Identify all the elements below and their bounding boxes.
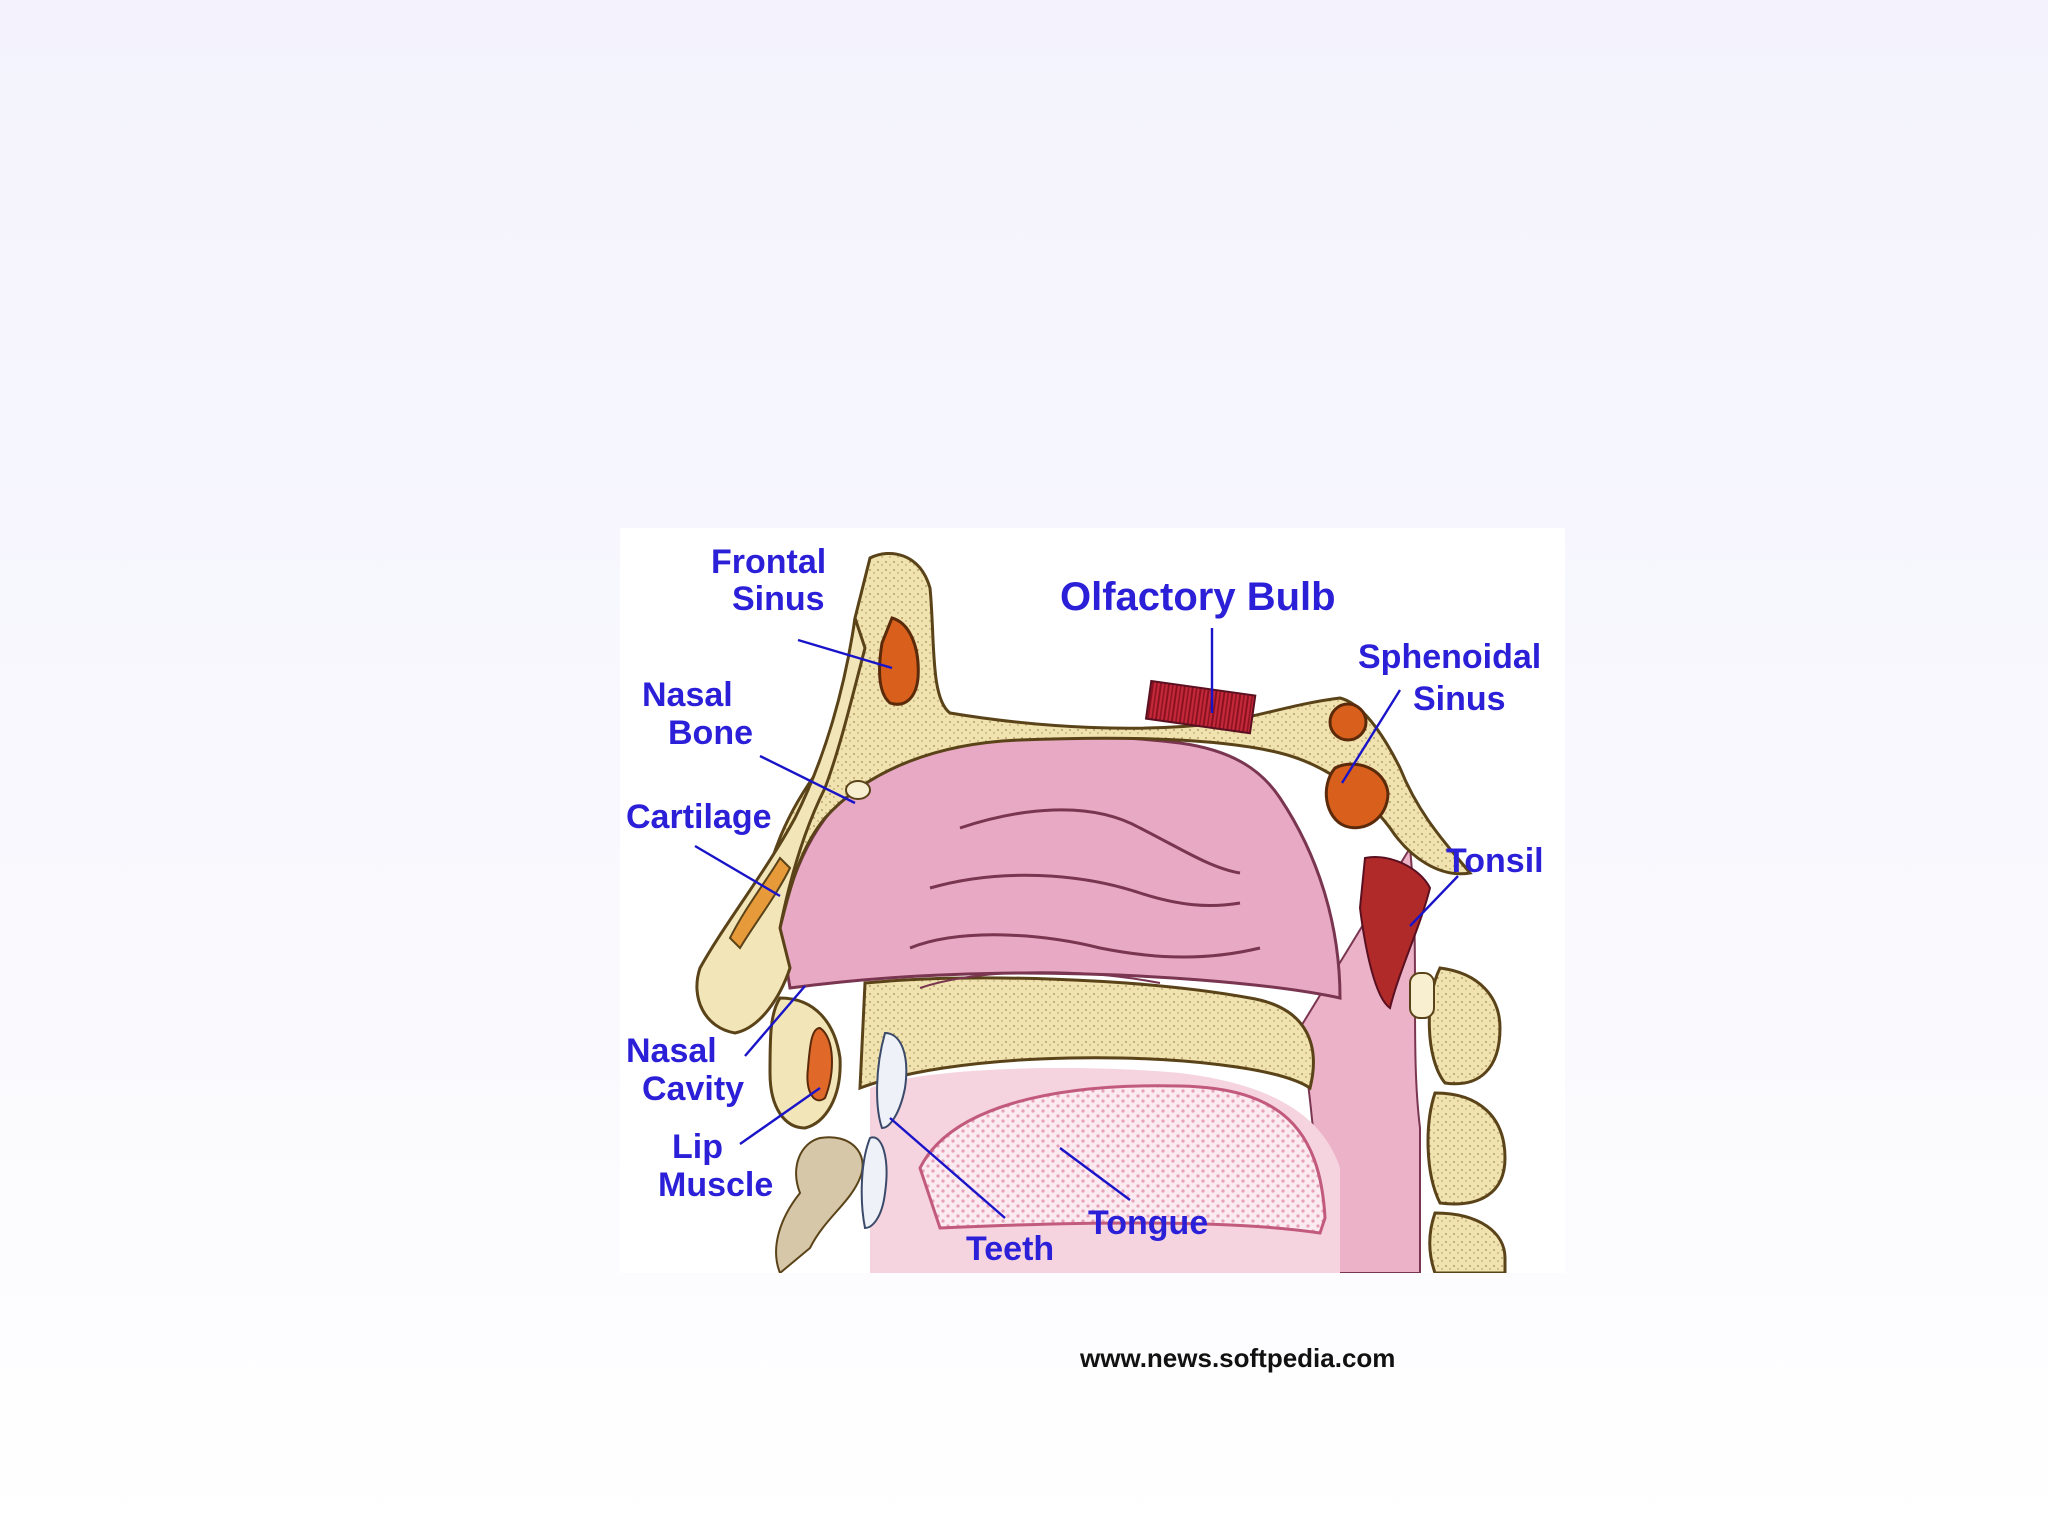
label-lip-muscle-line2: Muscle	[658, 1166, 773, 1204]
label-tongue: Tongue	[1088, 1204, 1208, 1242]
olfactory-bulb-shape	[1144, 679, 1257, 735]
label-teeth: Teeth	[966, 1230, 1054, 1268]
label-sphenoidal-sinus-line2: Sinus	[1413, 680, 1506, 718]
superior-turbinate	[959, 808, 1241, 875]
label-nasal-bone-line1: Nasal	[642, 676, 733, 714]
label-nasal-cavity-line2: Cavity	[642, 1070, 744, 1108]
sphenoidal-sinus-body	[1324, 762, 1390, 830]
lower-tooth	[860, 1136, 888, 1230]
label-cartilage: Cartilage	[626, 798, 772, 836]
nasal-anatomy-diagram: Frontal Sinus Olfactory Bulb Sphenoidal …	[620, 528, 1565, 1273]
frontal-sinus-shape	[878, 616, 920, 706]
hard-palate	[858, 976, 1315, 1091]
label-olfactory-bulb: Olfactory Bulb	[1060, 575, 1336, 619]
sphenoidal-sinus-top	[1328, 702, 1368, 742]
label-frontal-sinus-line1: Frontal	[711, 543, 826, 581]
label-tonsil: Tonsil	[1446, 842, 1544, 880]
leader-lines	[694, 628, 1459, 1219]
middle-turbinate	[929, 873, 1241, 907]
label-frontal-sinus-line2: Sinus	[732, 580, 825, 618]
label-sphenoidal-sinus-line1: Sphenoidal	[1358, 638, 1541, 676]
nasal-bone-nodule	[845, 780, 871, 800]
tonsil-shape	[1358, 856, 1432, 1010]
cartilage-strip	[728, 856, 792, 950]
spine-vertebrae	[1409, 966, 1507, 1273]
lip-muscle-shape	[806, 1026, 833, 1102]
lower-lip-chin	[775, 1136, 864, 1273]
label-lip-muscle-line1: Lip	[672, 1128, 723, 1166]
tongue-shape	[918, 1084, 1327, 1235]
label-nasal-cavity-line1: Nasal	[626, 1032, 717, 1070]
label-nasal-bone-line2: Bone	[668, 714, 753, 752]
anatomy-illustration: Frontal Sinus Olfactory Bulb Sphenoidal …	[626, 543, 1544, 1273]
source-credit: www.news.softpedia.com	[1080, 1343, 1396, 1373]
lower-fold	[919, 971, 1161, 989]
inferior-turbinate	[909, 933, 1261, 959]
